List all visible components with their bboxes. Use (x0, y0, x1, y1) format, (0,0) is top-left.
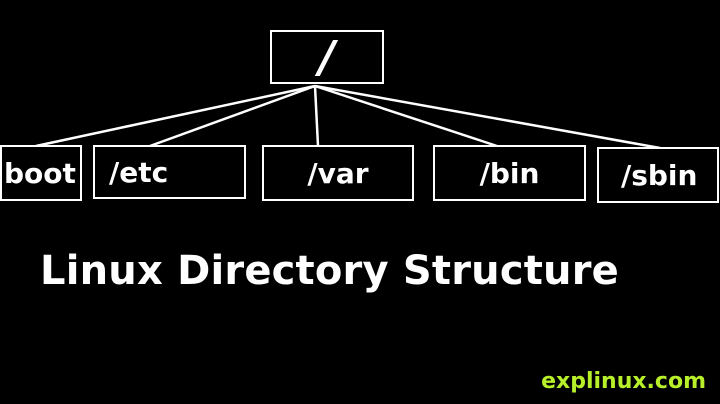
edge-root-boot (35, 84, 316, 148)
bin-directory-label: /bin (479, 156, 540, 190)
site-watermark: explinux.com (541, 369, 706, 394)
sbin-directory-node: /sbin (597, 147, 719, 203)
edge-root-etc (149, 84, 316, 148)
root-directory-node: / (270, 30, 384, 84)
root-directory-label: / (318, 31, 336, 83)
edge-root-bin (314, 84, 498, 148)
boot-directory-node: boot (0, 145, 82, 201)
var-directory-label: /var (307, 156, 369, 190)
edge-root-sbin (314, 84, 661, 150)
etc-directory-node: /etc (93, 145, 246, 199)
bin-directory-node: /bin (433, 145, 586, 201)
sbin-directory-label: /sbin (621, 158, 698, 192)
boot-directory-label: boot (4, 156, 76, 190)
diagram-title: Linux Directory Structure (40, 248, 619, 294)
var-directory-node: /var (262, 145, 414, 201)
etc-directory-label: /etc (109, 155, 169, 189)
edge-root-var (313, 85, 320, 147)
